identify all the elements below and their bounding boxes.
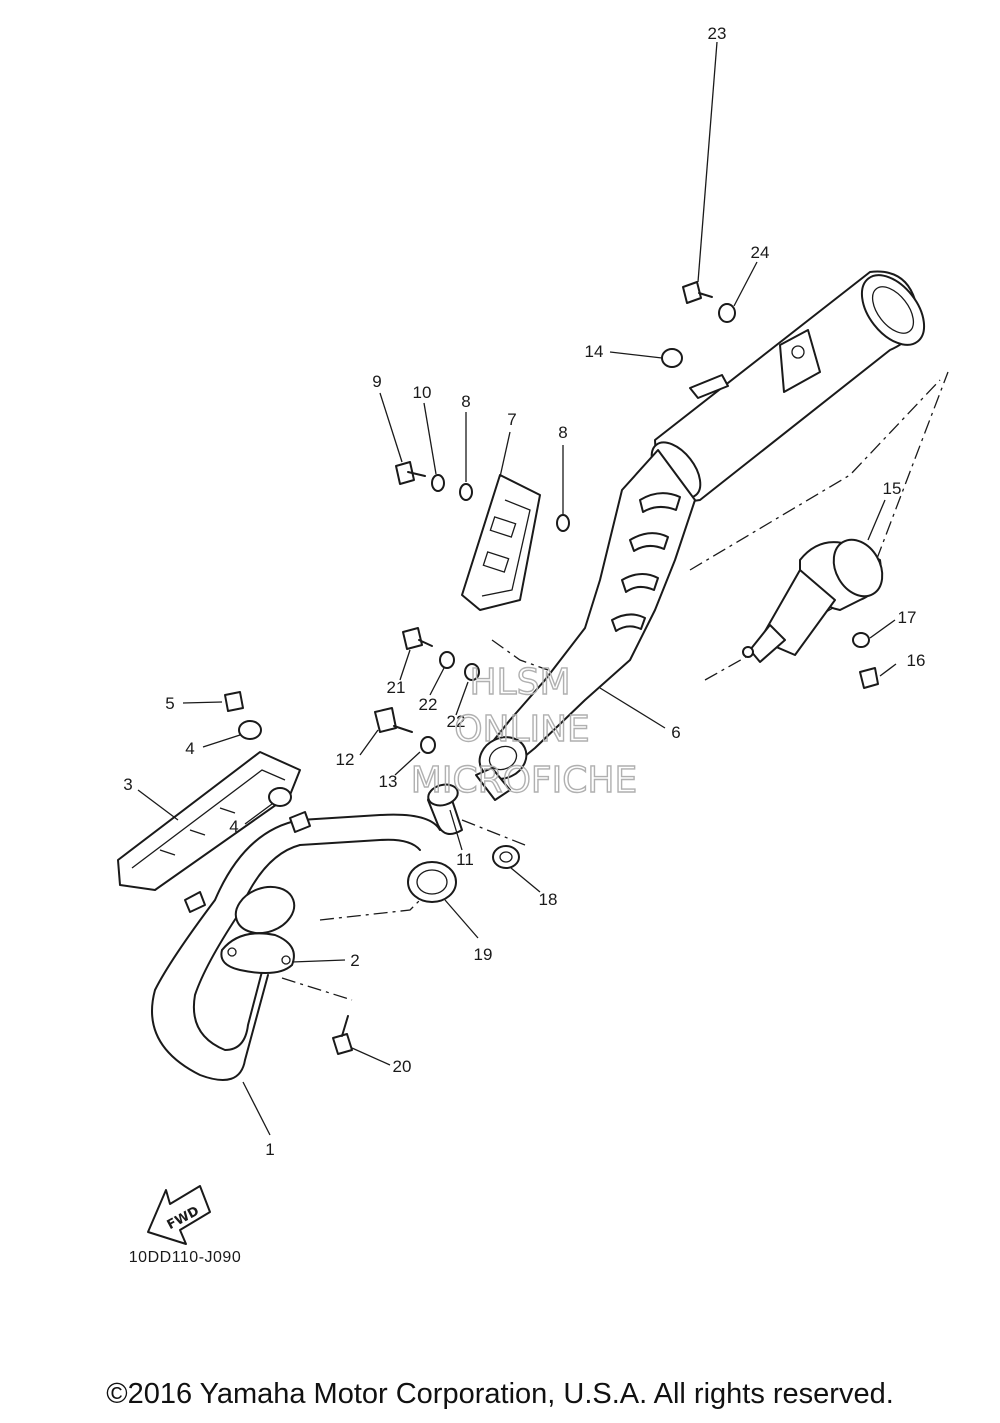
label-12: 12 [336,750,355,769]
watermark: HLSM ONLINE MICROFICHE [410,661,638,801]
label-14: 14 [585,342,604,361]
label-13: 13 [379,772,398,791]
exhaust-pipe-1 [151,811,441,1081]
label-4a: 4 [185,739,194,758]
watermark-line-3: MICROFICHE [411,760,637,801]
guide-line-18 [461,819,526,846]
label-8a: 8 [461,392,470,411]
washer-17 [852,632,870,648]
gasket-18 [492,845,520,869]
leader-lines [137,41,897,1136]
bolt-12 [374,707,413,733]
muffler-body [650,270,926,502]
guide-line-6 [491,639,549,671]
label-24: 24 [751,243,770,262]
label-9: 9 [372,372,381,391]
watermark-line-2: ONLINE [454,709,590,750]
washer-24 [718,303,736,323]
mid-pipe [475,449,696,801]
label-22a: 22 [419,695,438,714]
grommet-4b [268,787,292,807]
label-1: 1 [265,1140,274,1159]
label-22b: 22 [447,712,466,731]
gasket-flange [234,885,296,935]
label-3: 3 [123,775,132,794]
diagram-reference-code: 10DD110-J090 [129,1249,241,1266]
bolt-9 [395,461,426,485]
label-10: 10 [413,383,432,402]
part-labels: 1 2 3 4 4 5 6 7 8 8 9 10 11 12 13 14 15 … [123,24,925,1159]
grommet-14 [661,348,683,368]
label-6: 6 [671,723,680,742]
guide-line-20 [281,977,353,1001]
label-20: 20 [393,1057,412,1076]
washer-13 [420,736,436,754]
guide-line-19 [319,899,421,921]
label-18: 18 [539,890,558,909]
label-5: 5 [165,694,174,713]
heat-protector-3 [117,751,301,891]
bolt-21 [402,627,433,650]
label-7: 7 [507,410,516,429]
label-4b: 4 [229,817,238,836]
label-19: 19 [474,945,493,964]
label-21: 21 [387,678,406,697]
label-17: 17 [898,608,917,627]
washer-22b [464,663,480,681]
label-15: 15 [883,479,902,498]
washer-22a [439,651,455,669]
washer-8a [459,483,473,501]
label-8b: 8 [558,423,567,442]
spark-arrester-15 [689,371,949,681]
label-11: 11 [456,850,474,869]
copyright-notice: ©2016 Yamaha Motor Corporation, U.S.A. A… [106,1378,894,1410]
bolt-5 [224,691,244,712]
watermark-line-1: HLSM [469,662,570,703]
washer-8b [556,514,570,532]
fwd-arrow-icon: FWD [147,1185,211,1245]
label-2: 2 [350,951,359,970]
gasket-19 [407,861,457,903]
label-23: 23 [708,24,727,43]
bolt-16 [859,667,879,689]
label-16: 16 [907,651,926,670]
bolt-20 [332,1015,353,1055]
bolt-23 [682,281,713,304]
grommet-4a [238,720,262,740]
heat-protector-7 [461,474,541,611]
washer-10 [431,474,445,492]
flange-2 [220,932,295,975]
